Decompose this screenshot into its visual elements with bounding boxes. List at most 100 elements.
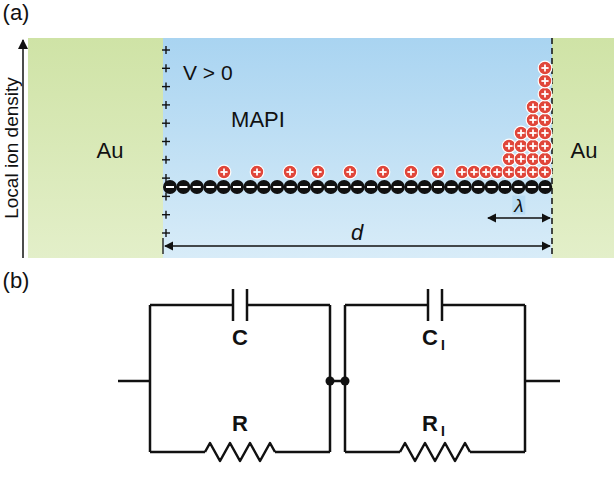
surface-charge — [162, 211, 170, 219]
anion-symbol — [203, 180, 217, 194]
anion-symbol — [431, 180, 445, 194]
anion-symbol — [444, 180, 458, 194]
subscript: I — [441, 338, 445, 352]
cation-symbol — [538, 165, 552, 179]
axis-arrow — [22, 40, 24, 258]
cation-symbol — [283, 165, 297, 179]
component-label: R — [232, 413, 248, 435]
subscript: I — [441, 424, 445, 438]
surface-charge — [162, 83, 170, 91]
cation-symbol — [538, 100, 552, 114]
capacitor-symbol — [427, 289, 430, 321]
material-label: Au — [97, 140, 124, 162]
anion-symbol — [270, 180, 284, 194]
wire — [150, 304, 233, 307]
gold-electrode — [552, 38, 614, 258]
capacitor-symbol — [441, 289, 444, 321]
cation-symbol — [538, 126, 552, 140]
cation-symbol — [404, 165, 418, 179]
electrode-region: Au — [552, 38, 614, 258]
ion-symbols — [163, 61, 552, 194]
lead-wire — [525, 380, 560, 383]
gold-electrode — [28, 38, 163, 258]
cation-symbol — [217, 165, 231, 179]
component-label: R — [422, 413, 438, 435]
anion-symbol — [418, 180, 432, 194]
cation-symbol — [311, 165, 325, 179]
surface-charge — [162, 119, 170, 127]
anion-symbol — [337, 180, 351, 194]
surface-charge — [162, 192, 170, 200]
anion-symbol — [230, 180, 244, 194]
anion-symbol — [190, 180, 204, 194]
dimension-tick — [162, 238, 163, 254]
bias-label: V > 0 — [183, 62, 233, 83]
anion-symbol — [458, 180, 472, 194]
wire — [150, 451, 205, 454]
anion-symbol — [324, 180, 338, 194]
dimension-arrow — [488, 217, 550, 218]
wire — [247, 304, 330, 307]
anion-symbol — [284, 180, 298, 194]
panel-label: (b) — [3, 270, 30, 292]
cation-symbol — [538, 87, 552, 101]
wire — [149, 305, 152, 452]
junction-dot — [341, 377, 350, 386]
component-label: C — [422, 327, 438, 349]
perovskite-layer — [163, 38, 552, 258]
cation-symbol — [250, 165, 264, 179]
cation-symbol — [431, 165, 445, 179]
cation-symbol — [538, 139, 552, 153]
anion-symbol — [538, 180, 552, 194]
cation-symbol — [538, 74, 552, 88]
surface-charge — [162, 101, 170, 109]
surface-charge — [162, 138, 170, 146]
surface-charges — [162, 46, 170, 237]
surface-charge — [162, 46, 170, 54]
dimension-label: λ — [512, 196, 525, 215]
resistor-symbol — [400, 443, 470, 461]
anion-symbol — [498, 180, 512, 194]
lead-wire — [118, 380, 150, 383]
resistor-symbol — [205, 443, 275, 461]
panel-label: (a) — [3, 2, 30, 24]
capacitor-symbol — [246, 289, 249, 321]
anion-symbol — [404, 180, 418, 194]
anion-symbol — [297, 180, 311, 194]
material-label: Au — [571, 140, 598, 162]
wire — [275, 451, 330, 454]
wire — [470, 451, 525, 454]
surface-charge — [162, 174, 170, 182]
cation-symbol — [343, 165, 357, 179]
anion-symbol — [163, 180, 177, 194]
cation-symbol — [538, 152, 552, 166]
anion-symbol — [525, 180, 539, 194]
cation-symbol — [538, 61, 552, 75]
electrode-region: Au — [28, 38, 163, 258]
anion-symbol — [217, 180, 231, 194]
anion-symbol — [391, 180, 405, 194]
anion-symbol — [471, 180, 485, 194]
anion-symbol — [511, 180, 525, 194]
wire — [442, 304, 525, 307]
anion-symbol — [364, 180, 378, 194]
anion-symbol — [243, 180, 257, 194]
cation-symbol — [538, 113, 552, 127]
axis-label: Local ion density — [2, 77, 21, 219]
anion-symbol — [257, 180, 271, 194]
surface-charge — [162, 156, 170, 164]
anion-symbol — [310, 180, 324, 194]
anion-symbol — [176, 180, 190, 194]
cation-symbol — [376, 165, 390, 179]
anion-symbol — [351, 180, 365, 194]
anion-symbol — [485, 180, 499, 194]
surface-charge — [162, 229, 170, 237]
junction-dot — [326, 377, 335, 386]
component-label: C — [232, 327, 248, 349]
material-label: MAPI — [231, 109, 285, 131]
capacitor-symbol — [232, 289, 235, 321]
anion-symbol — [377, 180, 391, 194]
wire — [345, 451, 400, 454]
surface-charge — [162, 64, 170, 72]
